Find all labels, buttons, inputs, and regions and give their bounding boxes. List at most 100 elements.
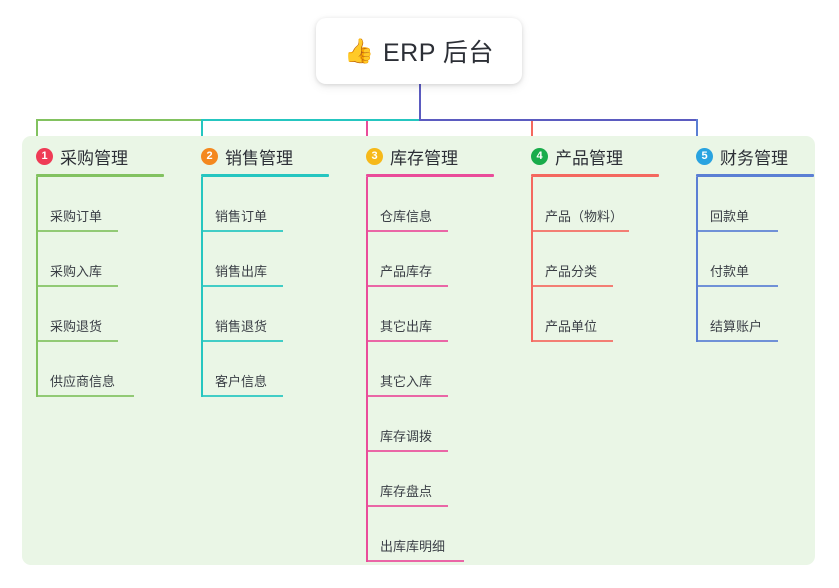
leaf-underline (36, 340, 118, 342)
leaf-underline (366, 450, 448, 452)
leaf-item[interactable]: 出库库明细 (352, 507, 512, 562)
bus-segment-right (419, 119, 696, 121)
leaf-label: 产品分类 (545, 264, 598, 279)
leaf-label: 库存盘点 (380, 484, 433, 499)
column-3: 3 库存管理仓库信息产品库存其它出库其它入库库存调拨库存盘点出库库明细 (352, 144, 512, 562)
leaf-item[interactable]: 结算账户 (682, 287, 839, 342)
leaf-underline (696, 230, 778, 232)
leaf-item[interactable]: 回款单 (682, 177, 839, 232)
leaf-label: 销售订单 (215, 209, 268, 224)
leaf-label: 销售出库 (215, 264, 268, 279)
column-spine-3 (366, 177, 368, 562)
leaf-item[interactable]: 产品（物料） (517, 177, 677, 232)
column-header-5[interactable]: 5 财务管理 (682, 144, 839, 168)
column-header-1[interactable]: 1 采购管理 (22, 144, 182, 168)
column-5: 5 财务管理回款单付款单结算账户 (682, 144, 839, 342)
column-2: 2 销售管理销售订单销售出库销售退货客户信息 (187, 144, 347, 397)
column-header-3[interactable]: 3 库存管理 (352, 144, 512, 168)
column-badge-2: 2 (201, 147, 218, 165)
leaf-label: 供应商信息 (50, 374, 116, 389)
leaf-item[interactable]: 客户信息 (187, 342, 347, 397)
leaf-underline (366, 505, 448, 507)
column-underline-5 (696, 174, 814, 177)
column-badge-3: 3 (366, 147, 383, 165)
column-title-4: 产品管理 (555, 148, 623, 168)
leaf-label: 仓库信息 (380, 209, 433, 224)
leaf-item[interactable]: 产品单位 (517, 287, 677, 342)
leaf-item[interactable]: 产品分类 (517, 232, 677, 287)
column-title-3: 库存管理 (390, 148, 458, 168)
root-node[interactable]: 👍 ERP 后台 (316, 18, 522, 84)
leaf-label: 客户信息 (215, 374, 268, 389)
leaf-item[interactable]: 库存盘点 (352, 452, 512, 507)
column-header-4[interactable]: 4 产品管理 (517, 144, 677, 168)
leaf-underline (696, 340, 778, 342)
column-header-2[interactable]: 2 销售管理 (187, 144, 347, 168)
leaf-item[interactable]: 其它出库 (352, 287, 512, 342)
column-underline-1 (36, 174, 164, 177)
column-children-3: 仓库信息产品库存其它出库其它入库库存调拨库存盘点出库库明细 (352, 177, 512, 562)
column-title-2: 销售管理 (225, 148, 293, 168)
leaf-item[interactable]: 供应商信息 (22, 342, 182, 397)
column-badge-1: 1 (36, 147, 53, 165)
leaf-item[interactable]: 销售出库 (187, 232, 347, 287)
leaf-underline (366, 560, 464, 562)
leaf-label: 产品（物料） (545, 209, 624, 224)
column-badge-5: 5 (696, 147, 713, 165)
leaf-label: 产品单位 (545, 319, 598, 334)
leaf-underline (201, 395, 283, 397)
leaf-underline (36, 230, 118, 232)
leaf-item[interactable]: 库存调拨 (352, 397, 512, 452)
leaf-item[interactable]: 销售订单 (187, 177, 347, 232)
leaf-label: 其它入库 (380, 374, 433, 389)
leaf-underline (36, 285, 118, 287)
column-spine-4 (531, 177, 533, 342)
leaf-underline (201, 340, 283, 342)
column-spine-5 (696, 177, 698, 342)
column-spine-1 (36, 177, 38, 397)
leaf-label: 其它出库 (380, 319, 433, 334)
leaf-label: 回款单 (710, 209, 750, 224)
leaf-label: 销售退货 (215, 319, 268, 334)
leaf-underline (366, 285, 448, 287)
leaf-underline (531, 230, 629, 232)
column-children-4: 产品（物料） 产品分类产品单位 (517, 177, 677, 342)
diagram-panel (22, 136, 815, 565)
column-children-2: 销售订单销售出库销售退货客户信息 (187, 177, 347, 397)
column-title-1: 采购管理 (60, 148, 128, 168)
leaf-label: 采购订单 (50, 209, 103, 224)
leaf-item[interactable]: 其它入库 (352, 342, 512, 397)
leaf-label: 出库库明细 (380, 539, 446, 554)
leaf-label: 库存调拨 (380, 429, 433, 444)
leaf-item[interactable]: 销售退货 (187, 287, 347, 342)
leaf-label: 采购退货 (50, 319, 103, 334)
column-title-5: 财务管理 (720, 148, 788, 168)
leaf-item[interactable]: 采购入库 (22, 232, 182, 287)
bus-segment-1 (36, 119, 201, 121)
leaf-underline (36, 395, 134, 397)
leaf-label: 付款单 (710, 264, 750, 279)
bus-segment-2 (201, 119, 419, 121)
leaf-item[interactable]: 付款单 (682, 232, 839, 287)
column-badge-4: 4 (531, 147, 548, 165)
column-spine-2 (201, 177, 203, 397)
leaf-underline (201, 285, 283, 287)
column-underline-4 (531, 174, 659, 177)
leaf-item[interactable]: 仓库信息 (352, 177, 512, 232)
leaf-label: 采购入库 (50, 264, 103, 279)
leaf-item[interactable]: 采购订单 (22, 177, 182, 232)
column-4: 4 产品管理产品（物料） 产品分类产品单位 (517, 144, 677, 342)
root-stem-line (419, 84, 421, 121)
column-underline-3 (366, 174, 494, 177)
leaf-label: 产品库存 (380, 264, 433, 279)
leaf-item[interactable]: 采购退货 (22, 287, 182, 342)
leaf-underline (366, 230, 448, 232)
column-1: 1 采购管理采购订单采购入库采购退货供应商信息 (22, 144, 182, 397)
root-title: ERP 后台 (382, 39, 494, 67)
column-children-5: 回款单付款单结算账户 (682, 177, 839, 342)
leaf-underline (531, 340, 613, 342)
leaf-underline (696, 285, 778, 287)
leaf-underline (201, 230, 283, 232)
leaf-item[interactable]: 产品库存 (352, 232, 512, 287)
